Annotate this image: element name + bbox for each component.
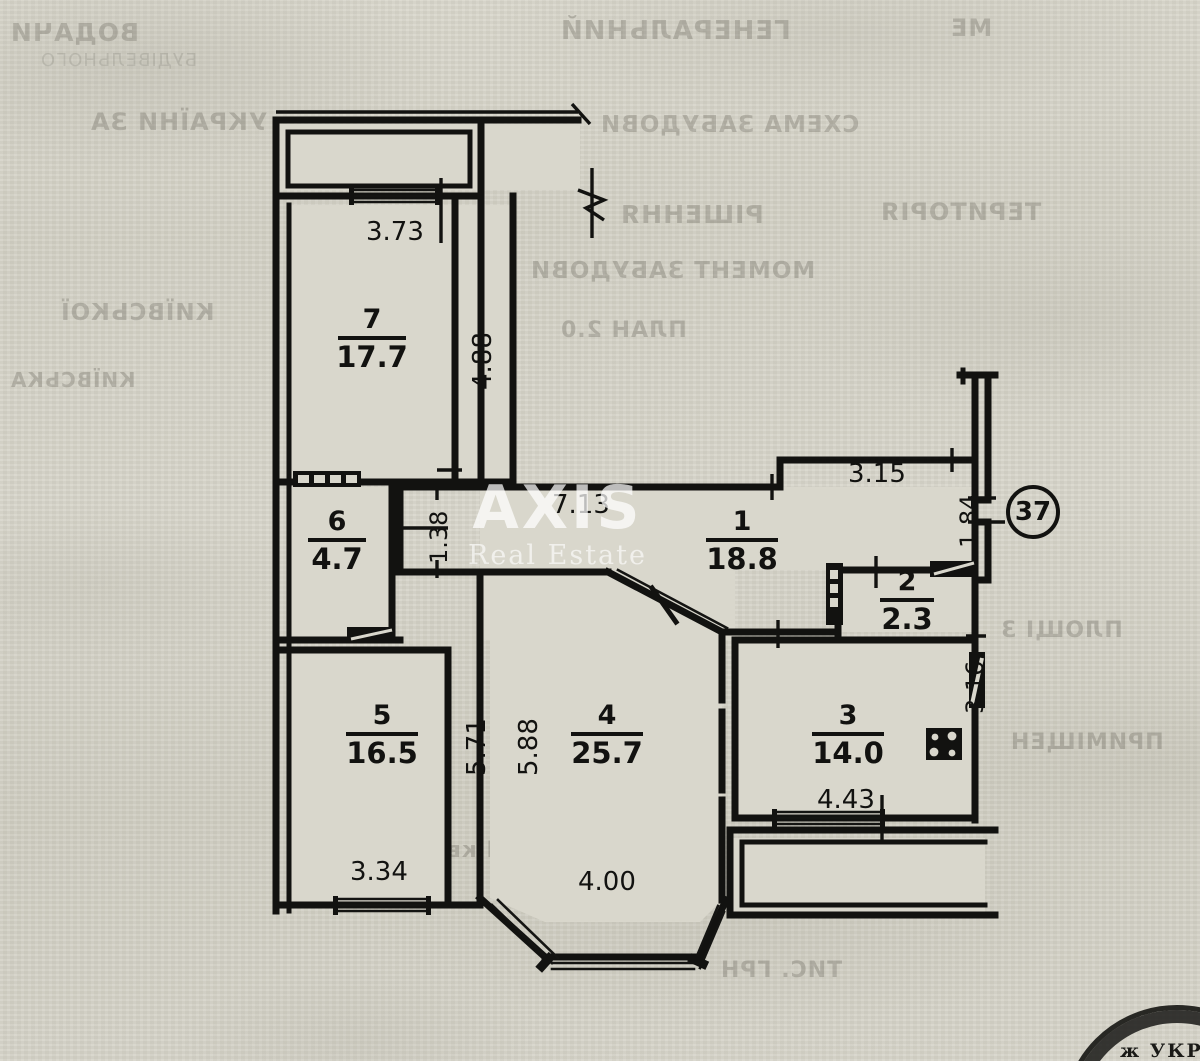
room-area-3: 14.0 xyxy=(812,736,884,770)
room-divider-1 xyxy=(706,538,778,542)
door-room-6 xyxy=(347,627,395,643)
room-area-1: 18.8 xyxy=(706,542,778,576)
structural-walls xyxy=(272,116,999,973)
dimension-4.88: 4.88 xyxy=(468,332,498,390)
official-stamp-text: ж УКР xyxy=(1120,1040,1200,1061)
dimension-4.43: 4.43 xyxy=(817,785,875,815)
room-divider-6 xyxy=(308,538,366,542)
room-label-7: 7 17.7 xyxy=(332,306,412,372)
room-number-2: 2 xyxy=(897,566,917,597)
room-divider-5 xyxy=(346,732,418,736)
room-divider-4 xyxy=(571,732,643,736)
room-divider-2 xyxy=(880,598,934,602)
room-label-4: 4 25.7 xyxy=(565,702,649,768)
room-area-4: 25.7 xyxy=(571,736,643,770)
room-area-5: 16.5 xyxy=(346,736,418,770)
dimension-1.38: 1.38 xyxy=(425,510,453,564)
room-area-6: 4.7 xyxy=(311,542,363,576)
room-label-3: 3 14.0 xyxy=(806,702,890,768)
dimension-4.00: 4.00 xyxy=(578,867,636,897)
dimension-lines xyxy=(276,102,1005,840)
dimension-3.15: 3.15 xyxy=(848,459,906,489)
room-number-6: 6 xyxy=(327,506,347,537)
room-label-2: 2 2.3 xyxy=(876,568,938,634)
dimension-3.73: 3.73 xyxy=(366,217,424,247)
room-label-1: 1 18.8 xyxy=(700,508,784,574)
room-number-7: 7 xyxy=(362,304,382,335)
stove-icon xyxy=(926,728,962,760)
dimension-5.71: 5.71 xyxy=(462,718,492,776)
room-number-3: 3 xyxy=(838,700,858,731)
window-room-3-right xyxy=(969,652,985,708)
room-divider-3 xyxy=(812,732,884,736)
dimension-5.88: 5.88 xyxy=(514,718,544,776)
door-room-2 xyxy=(930,561,978,577)
dimension-7.13: 7.13 xyxy=(552,490,610,520)
room-label-6: 6 4.7 xyxy=(303,508,371,574)
dimension-3.34: 3.34 xyxy=(350,857,408,887)
room-number-1: 1 xyxy=(732,506,752,537)
room-label-5: 5 16.5 xyxy=(340,702,424,768)
room-area-2: 2.3 xyxy=(881,602,933,636)
apartment-number-badge: 37 xyxy=(1006,485,1060,539)
room-area-7: 17.7 xyxy=(336,340,408,374)
room-divider-7 xyxy=(338,336,406,340)
dimension-1.84: 1.84 xyxy=(955,494,983,548)
room-fills xyxy=(279,124,985,922)
room-number-4: 4 xyxy=(597,700,617,731)
room-number-5: 5 xyxy=(372,700,392,731)
dimension-3.16: 3.16 xyxy=(961,660,989,714)
